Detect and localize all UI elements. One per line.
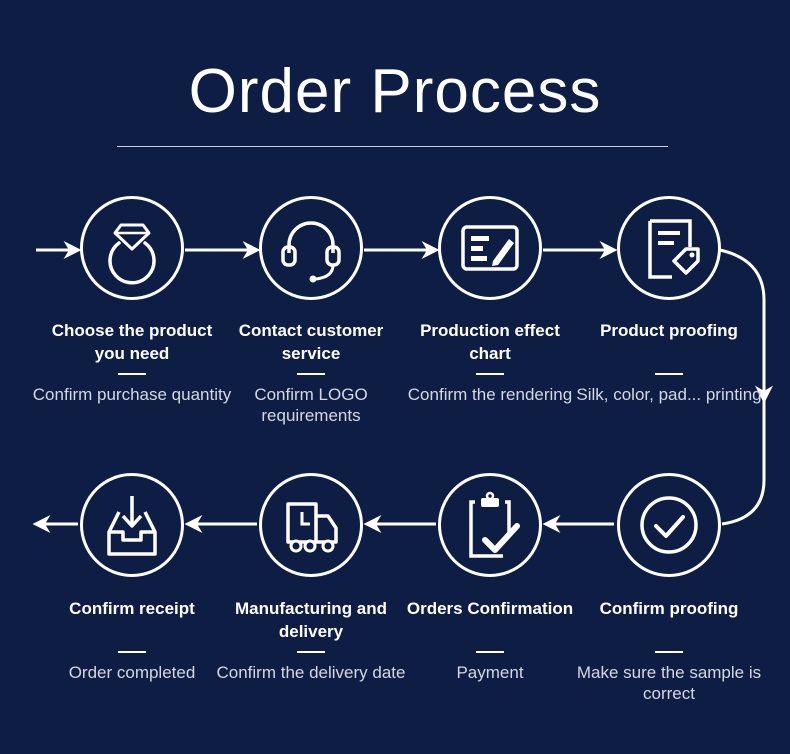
step-description: Confirm purchase quantity [32,385,232,404]
step-divider [655,373,683,375]
step-description: Make sure the sample is correct [576,663,762,703]
edit-document-icon [461,225,519,271]
step-description: Order completed [68,663,196,682]
step-title: Orders Confirmation [406,599,574,618]
step-circle [80,473,184,577]
step-description: Payment [456,663,524,682]
arrow-4-down [719,248,773,404]
step-divider [297,373,325,375]
step-description: Confirm the rendering [407,385,573,404]
step-circle [617,196,721,300]
step-circle [259,473,363,577]
step-divider [118,373,146,375]
step-divider [297,651,325,653]
step-circle [259,196,363,300]
step-title: Confirm receipt [69,599,195,618]
step-description: Confirm the delivery date [216,663,406,682]
step-title: Confirm proofing [599,599,739,618]
truck-icon [286,502,338,553]
clipboard-check-icon [469,491,520,558]
step-title: Manufacturing and delivery [234,599,388,641]
step-description: Confirm LOGO requirements [254,385,368,425]
step-circle [438,196,542,300]
page-title: Order Process [188,57,602,126]
step-title: Production effect chart [420,321,560,363]
step-circle [80,196,184,300]
step-title: Product proofing [600,321,738,340]
step-description: Silk, color, pad... printing [576,385,762,404]
step-divider [118,651,146,653]
ring-icon [108,223,156,285]
document-tag-icon [648,219,700,279]
step-circle [617,473,721,577]
checkmark-circle-icon [640,496,698,554]
step-divider [655,651,683,653]
step-divider [476,651,504,653]
headset-icon [281,221,341,283]
title-divider [117,146,668,147]
step-title: Contact customer service [238,321,384,363]
inbox-download-icon [107,496,157,556]
arrow-down-5 [721,400,766,526]
step-title: Choose the product you need [51,321,213,363]
step-divider [476,373,504,375]
step-circle [438,473,542,577]
